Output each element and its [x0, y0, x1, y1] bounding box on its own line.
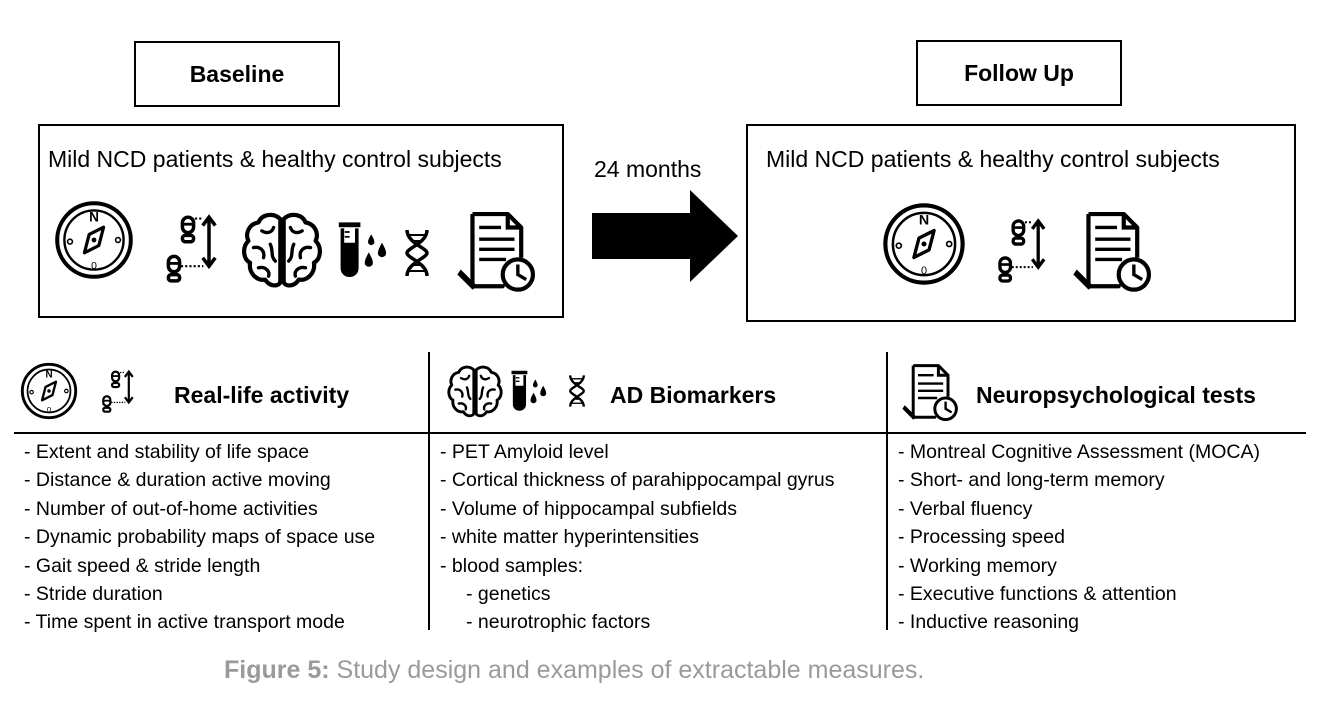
list-item: - Stride duration [24, 583, 163, 606]
column-title-real-life: Real-life activity [174, 382, 350, 408]
list-item: - Short- and long-term memory [898, 469, 1165, 492]
test-tube-icon [508, 362, 552, 420]
list-item: - Volume of hippocampal subfields [440, 497, 738, 520]
header-divider [14, 432, 1306, 434]
followup-label: Follow Up [916, 40, 1122, 106]
dna-icon [392, 210, 442, 296]
list-subitem: - genetics [466, 583, 551, 606]
baseline-box: Mild NCD patients & healthy control subj… [38, 124, 564, 318]
list-item: - Distance & duration active moving [24, 469, 331, 492]
followup-box: Mild NCD patients & healthy control subj… [746, 124, 1296, 322]
biomarkers-list: - PET Amyloid level - Cortical thickness… [440, 438, 835, 637]
dna-icon [560, 362, 594, 420]
interval-label: 24 months [594, 156, 702, 182]
baseline-label: Baseline [134, 41, 340, 107]
neuropsych-tests-list: - Montreal Cognitive Assessment (MOCA) -… [898, 438, 1260, 637]
figure-caption-label: Figure 5: [224, 656, 330, 684]
followup-label-text: Follow Up [964, 59, 1074, 86]
column-divider-2 [886, 352, 888, 630]
figure-caption: Figure 5: Study design and examples of e… [224, 656, 924, 685]
figure-caption-text: Study design and examples of extractable… [329, 656, 925, 684]
list-item: - Extent and stability of life space [24, 441, 310, 463]
footsteps-icon [98, 364, 142, 418]
list-item: - Number of out-of-home activities [24, 497, 318, 520]
list-item: - Executive functions & attention [898, 583, 1177, 606]
list-item: - white matter hyperintensities [440, 526, 700, 549]
followup-subjects: Mild NCD patients & healthy control subj… [766, 146, 1220, 172]
brain-icon [446, 362, 504, 422]
list-item: - Processing speed [898, 526, 1065, 549]
list-item: - blood samples: [440, 554, 584, 577]
test-tube-icon [334, 210, 394, 290]
column-title-biomarkers: AD Biomarkers [610, 382, 777, 408]
document-clock-icon [454, 208, 538, 294]
arrow-right-icon [592, 190, 738, 282]
list-item: - Verbal fluency [898, 497, 1033, 520]
list-item: - Cortical thickness of parahippocampal … [440, 469, 835, 492]
baseline-label-text: Baseline [189, 60, 285, 87]
baseline-subjects: Mild NCD patients & healthy control subj… [48, 146, 502, 172]
list-item: - PET Amyloid level [440, 441, 609, 463]
list-item: - Inductive reasoning [898, 611, 1080, 634]
document-clock-icon [1070, 208, 1154, 294]
compass-icon [54, 200, 134, 280]
footsteps-icon [992, 208, 1058, 292]
column-title-neuropsych: Neuropsychological tests [976, 382, 1256, 408]
brain-icon [240, 206, 324, 296]
list-item: - Working memory [898, 554, 1057, 577]
real-life-measures-list: - Extent and stability of life space - D… [24, 438, 375, 637]
list-item: - Time spent in active transport mode [24, 611, 345, 634]
column-divider-1 [428, 352, 430, 630]
compass-icon [882, 202, 966, 286]
compass-icon [20, 362, 78, 420]
list-item: - Gait speed & stride length [24, 554, 261, 577]
list-item: - Montreal Cognitive Assessment (MOCA) [898, 441, 1260, 463]
footsteps-icon [160, 206, 230, 290]
list-item: - Dynamic probability maps of space use [24, 526, 376, 549]
document-clock-icon [900, 362, 960, 422]
list-subitem: - neurotrophic factors [466, 611, 651, 634]
